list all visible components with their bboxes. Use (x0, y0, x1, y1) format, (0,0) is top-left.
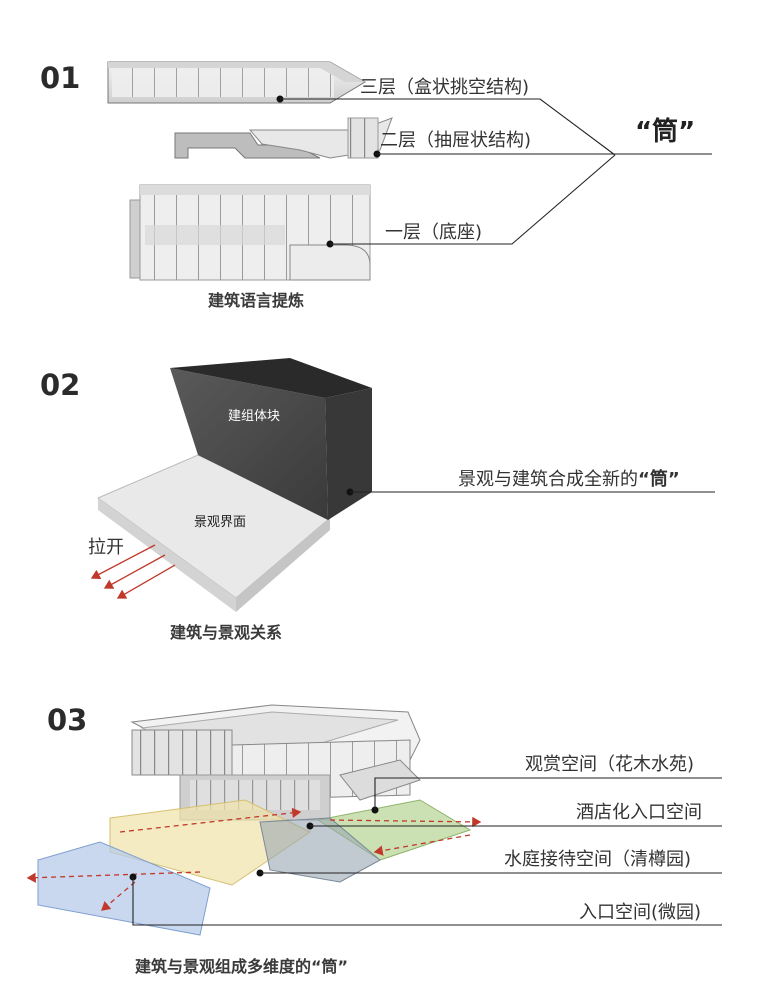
pull-label: 拉开 (88, 537, 124, 558)
zone-label-3: 水庭接待空间（清樽园) (504, 849, 691, 870)
floor3-label: 三层（盒状挑空结构) (360, 77, 529, 98)
building-3d (130, 704, 421, 821)
floor1-label: 一层（底座) (385, 222, 482, 243)
building-block (170, 358, 372, 520)
block-label: 建组体块 (228, 409, 280, 424)
section2-caption: 建筑与景观关系 (170, 623, 282, 642)
ground-label: 景观界面 (194, 515, 246, 530)
zone-water (259, 817, 381, 883)
zone-label-4: 入口空间(微园) (579, 902, 701, 923)
section3-number: 03 (47, 703, 87, 737)
concept-label: “筒” (635, 116, 695, 147)
zone-label-1: 观赏空间（花木水苑) (525, 754, 694, 775)
flow-arrows (26, 807, 482, 911)
section3-caption: 建筑与景观组成多维度的“筒” (135, 957, 348, 976)
pull-arrows (90, 544, 176, 599)
floor1-base (129, 184, 371, 281)
floor3-box (107, 61, 366, 104)
section2-label: 景观与建筑合成全新的“筒” (458, 468, 680, 490)
section2-number: 02 (40, 368, 80, 402)
section1-number: 01 (40, 61, 80, 95)
floor2-label: 二层（抽屉状结构) (380, 130, 531, 151)
floor2-drawer (174, 117, 393, 159)
zone-blue (37, 841, 211, 936)
section1-caption: 建筑语言提炼 (208, 291, 304, 310)
zone-label-2: 酒店化入口空间 (576, 802, 702, 823)
